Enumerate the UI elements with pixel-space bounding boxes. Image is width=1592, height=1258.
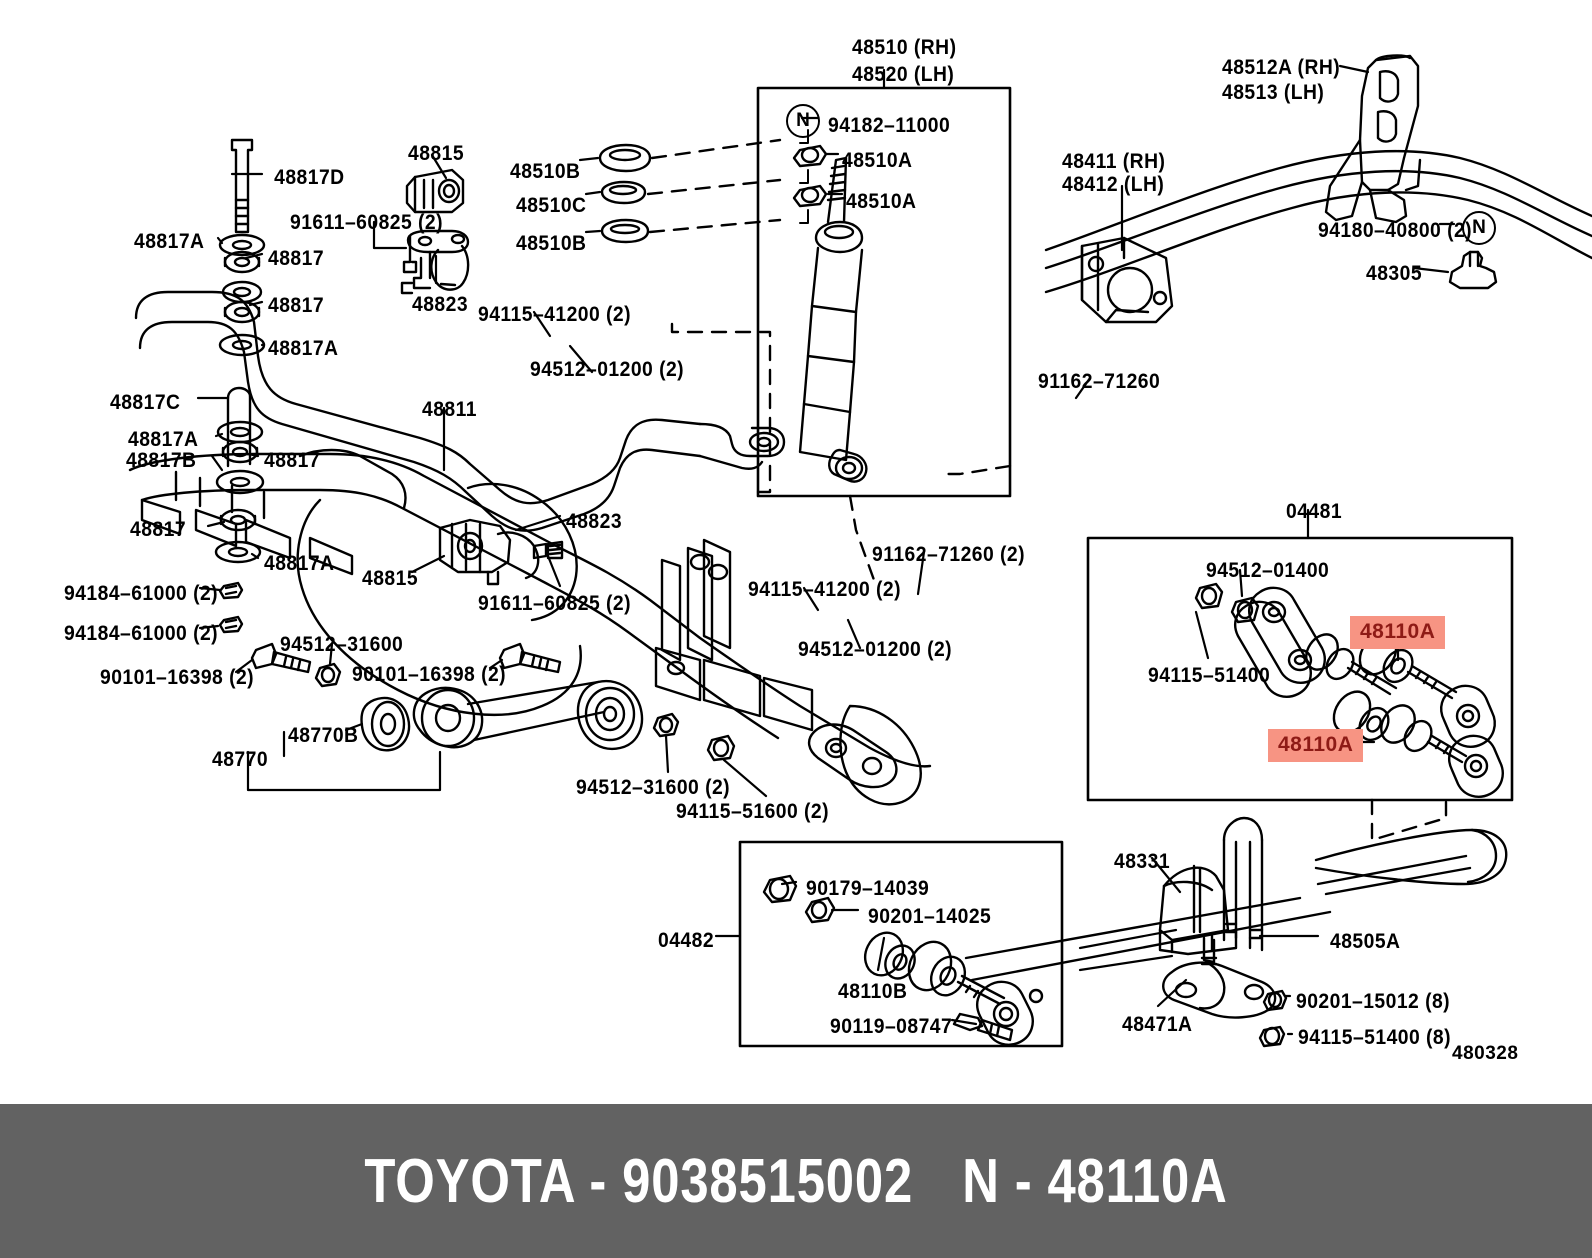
callout-48411-RH: 48411 (RH) bbox=[1062, 150, 1166, 173]
callout-94115-41200-b: 94115–41200 (2) bbox=[748, 578, 902, 601]
callout-48817-4: 48817 bbox=[130, 518, 187, 541]
callout-48817A-3: 48817A bbox=[128, 428, 199, 451]
callout-48815-mid: 48815 bbox=[362, 567, 419, 590]
footer-bar: TOYOTA - 9038515002 N - 48110A bbox=[0, 1104, 1592, 1258]
callout-48815-top: 48815 bbox=[408, 142, 465, 165]
callout-48823-mid: 48823 bbox=[566, 510, 623, 533]
callout-90119-08747: 90119–08747 bbox=[830, 1015, 953, 1038]
callout-48331: 48331 bbox=[1114, 850, 1171, 873]
callout-48817D: 48817D bbox=[274, 166, 345, 189]
callout-94182-11000: 94182–11000 bbox=[828, 114, 951, 137]
callout-48817-3: 48817 bbox=[264, 449, 321, 472]
callout-48510-RH: 48510 (RH) bbox=[852, 36, 957, 59]
callout-04482: 04482 bbox=[658, 929, 715, 952]
callout-94512-01400: 94512–01400 bbox=[1206, 559, 1330, 582]
callout-48513-LH: 48513 (LH) bbox=[1222, 81, 1325, 104]
callout-48817-1: 48817 bbox=[268, 247, 325, 270]
figure-code: 480328 bbox=[1452, 1043, 1519, 1064]
footer-text: TOYOTA - 9038515002 N - 48110A bbox=[143, 1104, 1448, 1258]
callout-94115-51400-8: 94115–51400 (8) bbox=[1298, 1026, 1452, 1049]
n-marker-icon-shock: N bbox=[786, 104, 820, 138]
callout-90101-16398-b: 90101–16398 (2) bbox=[352, 663, 507, 686]
callout-48512A-RH: 48512A (RH) bbox=[1222, 56, 1341, 79]
callout-91611-60825-mid: 91611–60825 (2) bbox=[478, 592, 632, 615]
callout-94512-31600-2: 94512–31600 (2) bbox=[576, 776, 731, 799]
callout-90101-16398-a: 90101–16398 (2) bbox=[100, 666, 255, 689]
callout-94184-61000-b: 94184–61000 (2) bbox=[64, 622, 219, 645]
callout-48510B-2: 48510B bbox=[516, 232, 587, 255]
callout-48510B-1: 48510B bbox=[510, 160, 581, 183]
footer-brand-part: TOYOTA - 9038515002 bbox=[364, 1146, 914, 1216]
callout-48817A-1: 48817A bbox=[134, 230, 205, 253]
callout-91162-71260-2: 91162–71260 (2) bbox=[872, 543, 1026, 566]
callout-94115-51600-2: 94115–51600 (2) bbox=[676, 800, 830, 823]
footer-reference: N - 48110A bbox=[962, 1146, 1228, 1216]
callout-48770: 48770 bbox=[212, 748, 269, 771]
callout-04481: 04481 bbox=[1286, 500, 1343, 523]
callout-48817-2: 48817 bbox=[268, 294, 325, 317]
callout-48110B: 48110B bbox=[838, 980, 908, 1003]
callout-94115-41200-a: 94115–41200 (2) bbox=[478, 303, 632, 326]
highlight-48110A-upper: 48110A bbox=[1350, 616, 1446, 649]
callout-48510A-1: 48510A bbox=[842, 149, 913, 172]
n-marker-icon-right: N bbox=[1462, 211, 1496, 245]
callout-94512-01200-b: 94512–01200 (2) bbox=[798, 638, 953, 661]
callout-91162-71260: 91162–71260 bbox=[1038, 370, 1161, 393]
callout-48505A: 48505A bbox=[1330, 930, 1401, 953]
callout-94512-01200-a: 94512–01200 (2) bbox=[530, 358, 685, 381]
callout-48817B: 48817B bbox=[126, 449, 197, 472]
highlight-48110A-lower: 48110A bbox=[1268, 729, 1364, 762]
callout-48520-LH: 48520 (LH) bbox=[852, 63, 955, 86]
callout-94180-40800: 94180–40800 (2) bbox=[1318, 219, 1473, 242]
callout-90201-14025: 90201–14025 bbox=[868, 905, 992, 928]
callout-94512-31600: 94512–31600 bbox=[280, 633, 404, 656]
callout-94184-61000-a: 94184–61000 (2) bbox=[64, 582, 219, 605]
callout-48471A: 48471A bbox=[1122, 1013, 1193, 1036]
callout-90201-15012: 90201–15012 (8) bbox=[1296, 990, 1451, 1013]
callout-48817A-4: 48817A bbox=[264, 552, 335, 575]
callout-48510C: 48510C bbox=[516, 194, 587, 217]
callout-48817A-2: 48817A bbox=[268, 337, 339, 360]
callout-48770B: 48770B bbox=[288, 724, 359, 747]
callout-91611-60825-top: 91611–60825 (2) bbox=[290, 211, 444, 234]
callout-48412-LH: 48412 (LH) bbox=[1062, 173, 1165, 196]
callout-94115-51400: 94115–51400 bbox=[1148, 664, 1271, 687]
callout-48305: 48305 bbox=[1366, 262, 1423, 285]
callout-90179-14039: 90179–14039 bbox=[806, 877, 930, 900]
callout-48811: 48811 bbox=[422, 398, 477, 421]
callout-48510A-2: 48510A bbox=[846, 190, 917, 213]
callout-48823-top: 48823 bbox=[412, 293, 469, 316]
callout-48817C: 48817C bbox=[110, 391, 181, 414]
